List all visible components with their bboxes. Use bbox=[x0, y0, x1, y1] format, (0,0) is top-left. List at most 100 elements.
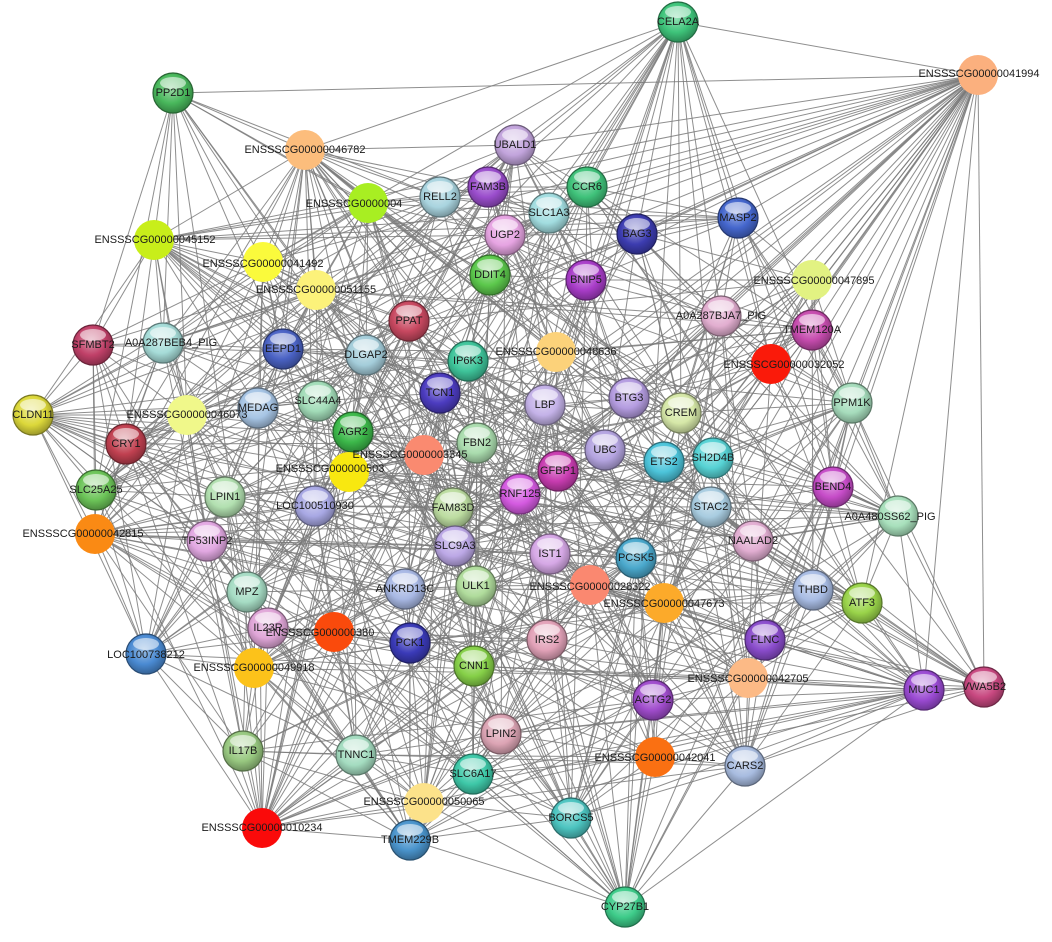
node-circle[interactable] bbox=[570, 565, 610, 605]
node-cars2[interactable] bbox=[724, 745, 766, 787]
node-ist1[interactable] bbox=[529, 533, 571, 575]
node-ankrd13c[interactable] bbox=[384, 568, 426, 610]
node-agr2[interactable] bbox=[332, 411, 374, 453]
node-pck1[interactable] bbox=[389, 622, 431, 664]
node-tcn1[interactable] bbox=[419, 372, 461, 414]
node-circle[interactable] bbox=[792, 260, 832, 300]
node-enssscg00000033451[interactable] bbox=[404, 435, 444, 475]
node-enssscg00000042041[interactable] bbox=[635, 737, 675, 777]
node-borcs5[interactable] bbox=[550, 797, 592, 839]
node-slc44a4[interactable] bbox=[297, 380, 339, 422]
node-enssscg00000041492[interactable] bbox=[243, 242, 283, 282]
node-enssscg00000041994[interactable] bbox=[958, 55, 998, 95]
node-ugp2[interactable] bbox=[484, 214, 526, 256]
node-bag3[interactable] bbox=[616, 213, 658, 255]
node-il23r[interactable] bbox=[247, 607, 289, 649]
node-tmem120a[interactable] bbox=[791, 309, 833, 351]
node-circle[interactable] bbox=[243, 242, 283, 282]
node-circle[interactable] bbox=[234, 648, 274, 688]
node-pcsk5[interactable] bbox=[615, 537, 657, 579]
node-slc9a3[interactable] bbox=[434, 525, 476, 567]
node-circle[interactable] bbox=[958, 55, 998, 95]
node-slc1a3[interactable] bbox=[528, 192, 570, 234]
node-enssscg00000045152[interactable] bbox=[134, 220, 174, 260]
node-lbp[interactable] bbox=[524, 384, 566, 426]
node-sh2d4b[interactable] bbox=[692, 437, 734, 479]
node-masp2[interactable] bbox=[717, 197, 759, 239]
node-rnf125[interactable] bbox=[499, 473, 541, 515]
node-circle[interactable] bbox=[314, 612, 354, 652]
node-ets2[interactable] bbox=[643, 441, 685, 483]
node-ubc[interactable] bbox=[584, 429, 626, 471]
node-enssscg00000042705[interactable] bbox=[728, 658, 768, 698]
node-cyp27b1[interactable] bbox=[604, 886, 646, 928]
node-circle[interactable] bbox=[751, 344, 791, 384]
node-circle[interactable] bbox=[329, 452, 369, 492]
node-ccr6[interactable] bbox=[566, 166, 608, 208]
node-il17b[interactable] bbox=[222, 730, 264, 772]
node-gfbp1[interactable] bbox=[537, 450, 579, 492]
node-cela2a[interactable] bbox=[657, 1, 699, 43]
node-enssscg00000050065[interactable] bbox=[404, 783, 444, 823]
node-sfmbt2[interactable] bbox=[72, 324, 114, 366]
node-loc100738212[interactable] bbox=[125, 633, 167, 675]
node-ubald1[interactable] bbox=[494, 124, 536, 166]
node-enssscg00000049918[interactable] bbox=[234, 648, 274, 688]
node-rell2[interactable] bbox=[419, 176, 461, 218]
node-a0a287bja7-pig[interactable] bbox=[700, 295, 742, 337]
node-enssscg00000047895[interactable] bbox=[792, 260, 832, 300]
node-irs2[interactable] bbox=[526, 619, 568, 661]
node-lpin2[interactable] bbox=[480, 713, 522, 755]
node-medag[interactable] bbox=[237, 387, 279, 429]
node-mpz[interactable] bbox=[226, 571, 268, 613]
node-flnc[interactable] bbox=[744, 619, 786, 661]
node-eepd1[interactable] bbox=[262, 328, 304, 370]
node-thbd[interactable] bbox=[792, 569, 834, 611]
node-tmem229b[interactable] bbox=[389, 819, 431, 861]
node-enssscg00000046782[interactable] bbox=[285, 130, 325, 170]
node-circle[interactable] bbox=[728, 658, 768, 698]
node-slc25a25[interactable] bbox=[75, 469, 117, 511]
node-circle[interactable] bbox=[635, 737, 675, 777]
node-enssscg00000048636[interactable] bbox=[536, 332, 576, 372]
node-vwa5b2[interactable] bbox=[963, 666, 1005, 708]
node-cldn11[interactable] bbox=[12, 394, 54, 436]
node-fam83d[interactable] bbox=[432, 487, 474, 529]
node-circle[interactable] bbox=[296, 270, 336, 310]
node-naalad2[interactable] bbox=[732, 520, 774, 562]
node-ppm1k[interactable] bbox=[831, 382, 873, 424]
node-circle[interactable] bbox=[536, 332, 576, 372]
node-pp2d1[interactable] bbox=[152, 72, 194, 114]
node-circle[interactable] bbox=[348, 183, 388, 223]
node-cry1[interactable] bbox=[105, 423, 147, 465]
node-stac2[interactable] bbox=[690, 486, 732, 528]
node-enssscg0000004x[interactable] bbox=[348, 183, 388, 223]
node-slc6a17[interactable] bbox=[452, 753, 494, 795]
node-fbn2[interactable] bbox=[456, 422, 498, 464]
node-tnnc1[interactable] bbox=[335, 734, 377, 776]
node-circle[interactable] bbox=[404, 783, 444, 823]
node-a0a480ss62-pig[interactable] bbox=[877, 495, 919, 537]
node-enssscg0000005030[interactable] bbox=[329, 452, 369, 492]
node-circle[interactable] bbox=[242, 808, 282, 848]
node-enssscg00000047673[interactable] bbox=[644, 583, 684, 623]
node-fam3b[interactable] bbox=[467, 166, 509, 208]
node-dlgap2[interactable] bbox=[345, 334, 387, 376]
node-ddit4[interactable] bbox=[469, 254, 511, 296]
node-enssscg00000046073[interactable] bbox=[167, 395, 207, 435]
node-enssscg00000032052[interactable] bbox=[751, 344, 791, 384]
node-atf3[interactable] bbox=[841, 582, 883, 624]
node-circle[interactable] bbox=[285, 130, 325, 170]
node-enssscg00000010234[interactable] bbox=[242, 808, 282, 848]
node-enssscg00000051155[interactable] bbox=[296, 270, 336, 310]
node-circle[interactable] bbox=[75, 514, 115, 554]
node-bend4[interactable] bbox=[812, 466, 854, 508]
node-ip6k3[interactable] bbox=[447, 340, 489, 382]
node-crem[interactable] bbox=[660, 392, 702, 434]
node-actg2[interactable] bbox=[632, 679, 674, 721]
node-loc100510930[interactable] bbox=[294, 485, 336, 527]
node-ppat[interactable] bbox=[388, 300, 430, 342]
node-muc1[interactable] bbox=[903, 669, 945, 711]
node-btg3[interactable] bbox=[608, 377, 650, 419]
node-a0a287beb4-pig[interactable] bbox=[142, 322, 184, 364]
